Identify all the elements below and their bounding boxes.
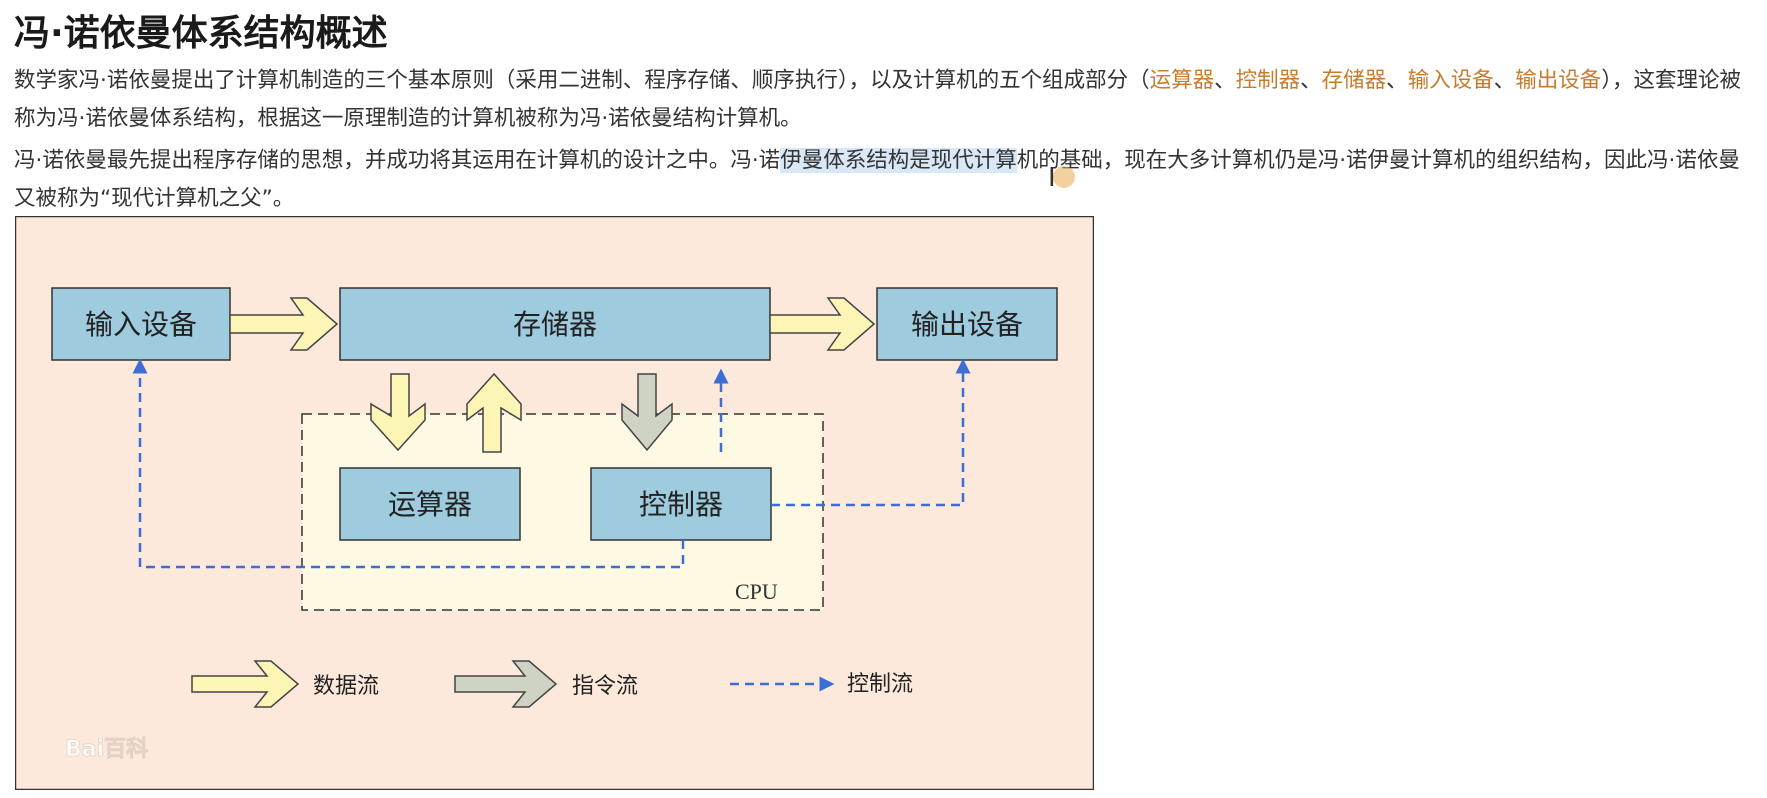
alu-label: 运算器 xyxy=(388,488,472,521)
history-text-a: 冯·诺依曼最先提出程序存储的思想，并成功将其运用在计算机的设计之中。冯·诺 xyxy=(14,148,781,173)
data-arrow-memory-to-alu xyxy=(370,373,426,452)
intro-text-after: ），这套理论被称为冯·诺依曼体系结构，根据这一原理制造的计算机被称为冯·诺依曼结… xyxy=(14,68,1741,131)
intro-text-before: 数学家冯·诺依曼提出了计算机制造的三个基本原则（采用二进制、程序存储、顺序执行）… xyxy=(14,68,1150,93)
link-output-device[interactable]: 输出设备 xyxy=(1515,68,1602,93)
legend-data-flow-label: 数据流 xyxy=(313,674,379,699)
legend-instruction-flow-label: 指令流 xyxy=(572,674,638,699)
von-neumann-diagram[interactable]: CPU 输入设备 存储器 输出设备 运算器 控制器 xyxy=(15,216,1094,790)
diagram-svg: CPU 输入设备 存储器 输出设备 运算器 控制器 xyxy=(15,216,1094,790)
intro-paragraph: 数学家冯·诺依曼提出了计算机制造的三个基本原则（采用二进制、程序存储、顺序执行）… xyxy=(14,62,1754,138)
text-cursor-icon: I xyxy=(1048,163,1056,193)
data-arrow-memory-to-output xyxy=(769,297,876,351)
history-text-b: 机的基础，现在大多计算机仍是冯·诺伊曼计算机的组织结构，因此冯·诺依曼又被称为“… xyxy=(14,148,1740,211)
history-paragraph: 冯·诺依曼最先提出程序存储的思想，并成功将其运用在计算机的设计之中。冯·诺伊曼体… xyxy=(14,142,1754,218)
link-separator: 、 xyxy=(1493,68,1516,93)
baidu-watermark: Bai百科 xyxy=(65,737,148,762)
output-device-label: 输出设备 xyxy=(911,308,1023,341)
instruction-arrow-memory-to-controller xyxy=(621,373,673,452)
link-separator: 、 xyxy=(1386,68,1408,93)
controller-box xyxy=(590,467,772,541)
link-separator: 、 xyxy=(1214,68,1236,93)
selected-text-highlight[interactable]: 伊曼体系结构是现代计算 xyxy=(780,148,1017,173)
link-controller[interactable]: 控制器 xyxy=(1235,68,1301,93)
cursor-highlight xyxy=(1053,166,1075,188)
memory-label: 存储器 xyxy=(513,308,597,341)
legend-data-arrow-icon xyxy=(191,660,300,708)
legend-instruction-arrow-icon xyxy=(454,660,558,708)
link-alu[interactable]: 运算器 xyxy=(1149,68,1215,93)
link-input-device[interactable]: 输入设备 xyxy=(1407,68,1494,93)
alu-box xyxy=(339,467,521,541)
controller-label: 控制器 xyxy=(639,488,723,521)
memory-box xyxy=(339,287,771,361)
page-title: 冯·诺依曼体系结构概述 xyxy=(14,13,388,54)
link-memory[interactable]: 存储器 xyxy=(1321,68,1387,93)
data-arrow-input-to-memory xyxy=(229,297,339,351)
data-arrow-alu-to-memory xyxy=(466,372,522,453)
input-device-label: 输入设备 xyxy=(85,308,197,341)
output-device-box xyxy=(876,287,1058,361)
legend-control-flow-label: 控制流 xyxy=(847,672,913,697)
control-line-to-output xyxy=(771,358,971,507)
link-separator: 、 xyxy=(1300,68,1322,93)
cpu-label: CPU xyxy=(735,579,778,604)
